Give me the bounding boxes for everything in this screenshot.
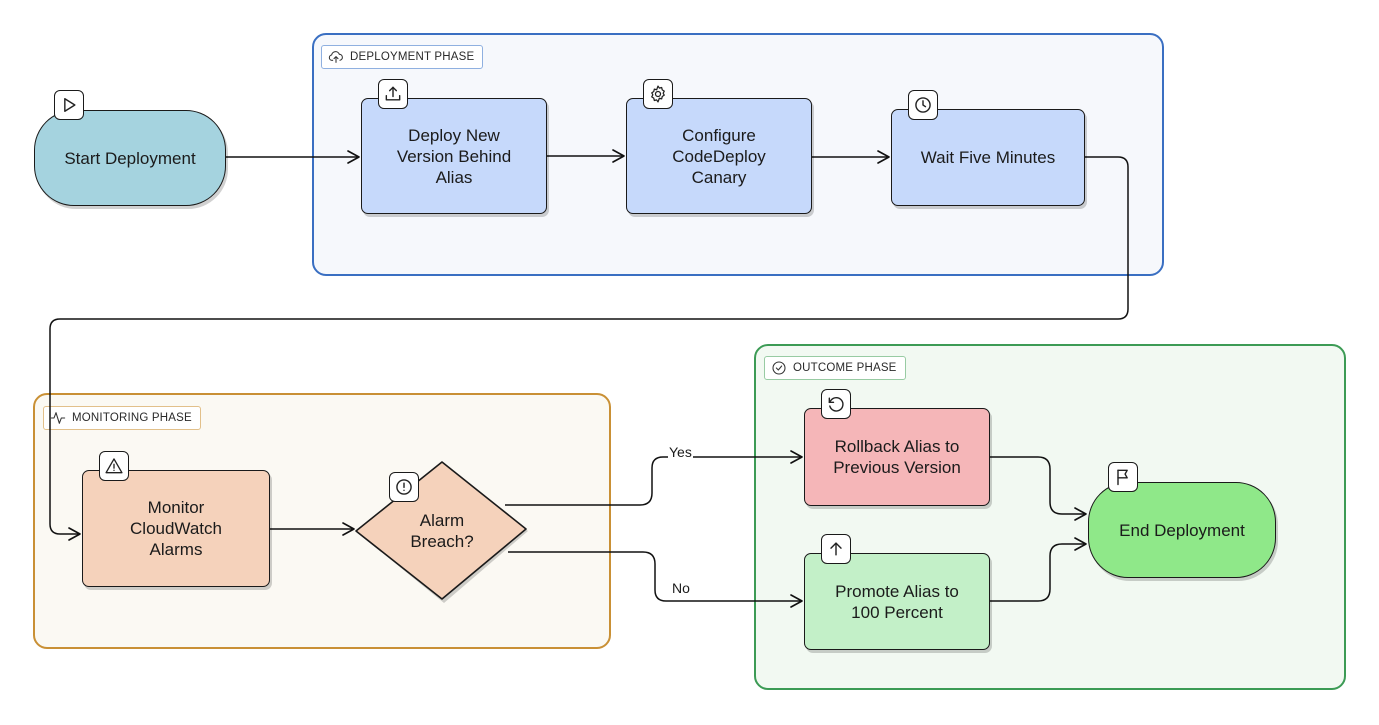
deployment-phase-title: DEPLOYMENT PHASE bbox=[350, 51, 475, 63]
yes-branch-label: Yes bbox=[668, 444, 693, 460]
start-badge bbox=[54, 90, 84, 120]
no-branch-label: No bbox=[671, 580, 691, 596]
wait-five-minutes-node[interactable]: Wait Five Minutes bbox=[891, 109, 1085, 206]
deploy-new-version-node[interactable]: Deploy New Version Behind Alias bbox=[361, 98, 547, 214]
flag-icon bbox=[1117, 469, 1128, 486]
edge-promote-to-end bbox=[990, 537, 1087, 602]
monitoring-phase-title: MONITORING PHASE bbox=[72, 412, 192, 424]
upload-icon bbox=[385, 86, 401, 101]
configure-badge bbox=[643, 79, 673, 109]
start-deployment-node[interactable]: Start Deployment bbox=[34, 110, 226, 206]
deploy-badge bbox=[378, 79, 408, 109]
clock-icon bbox=[915, 97, 931, 113]
promote-badge bbox=[821, 534, 851, 564]
rollback-badge bbox=[821, 389, 851, 419]
outcome-phase-label: OUTCOME PHASE bbox=[764, 356, 906, 380]
configure-codedeploy-node[interactable]: Configure CodeDeploy Canary bbox=[626, 98, 812, 214]
decision-badge bbox=[389, 472, 419, 502]
edge-wait-to-monitor bbox=[49, 156, 1129, 541]
monitoring-phase-label: MONITORING PHASE bbox=[43, 406, 201, 430]
play-icon bbox=[64, 98, 76, 112]
edge-decision-to-rollback bbox=[505, 450, 803, 506]
alert-circle-icon bbox=[396, 479, 412, 495]
arrow-up-icon bbox=[830, 542, 842, 556]
activity-icon bbox=[50, 412, 66, 424]
monitor-badge bbox=[99, 451, 129, 481]
alarm-breach-decision-node[interactable]: Alarm Breach? bbox=[355, 461, 528, 603]
edge-decision-to-promote bbox=[508, 551, 803, 608]
cloud-upload-icon bbox=[328, 51, 343, 63]
end-deployment-node[interactable]: End Deployment bbox=[1088, 482, 1276, 578]
end-badge bbox=[1108, 462, 1138, 492]
wait-badge bbox=[908, 90, 938, 120]
decision-label: Alarm Breach? bbox=[410, 510, 474, 551]
gear-icon bbox=[651, 85, 665, 103]
outcome-phase-title: OUTCOME PHASE bbox=[793, 362, 897, 374]
warning-icon bbox=[105, 458, 123, 474]
check-circle-icon bbox=[772, 361, 786, 375]
edge-rollback-to-end bbox=[990, 456, 1087, 521]
rotate-ccw-icon bbox=[828, 396, 844, 412]
monitor-cloudwatch-node[interactable]: Monitor CloudWatch Alarms bbox=[82, 470, 270, 587]
rollback-alias-node[interactable]: Rollback Alias to Previous Version bbox=[804, 408, 990, 506]
promote-alias-node[interactable]: Promote Alias to 100 Percent bbox=[804, 553, 990, 650]
deployment-phase-label: DEPLOYMENT PHASE bbox=[321, 45, 484, 69]
